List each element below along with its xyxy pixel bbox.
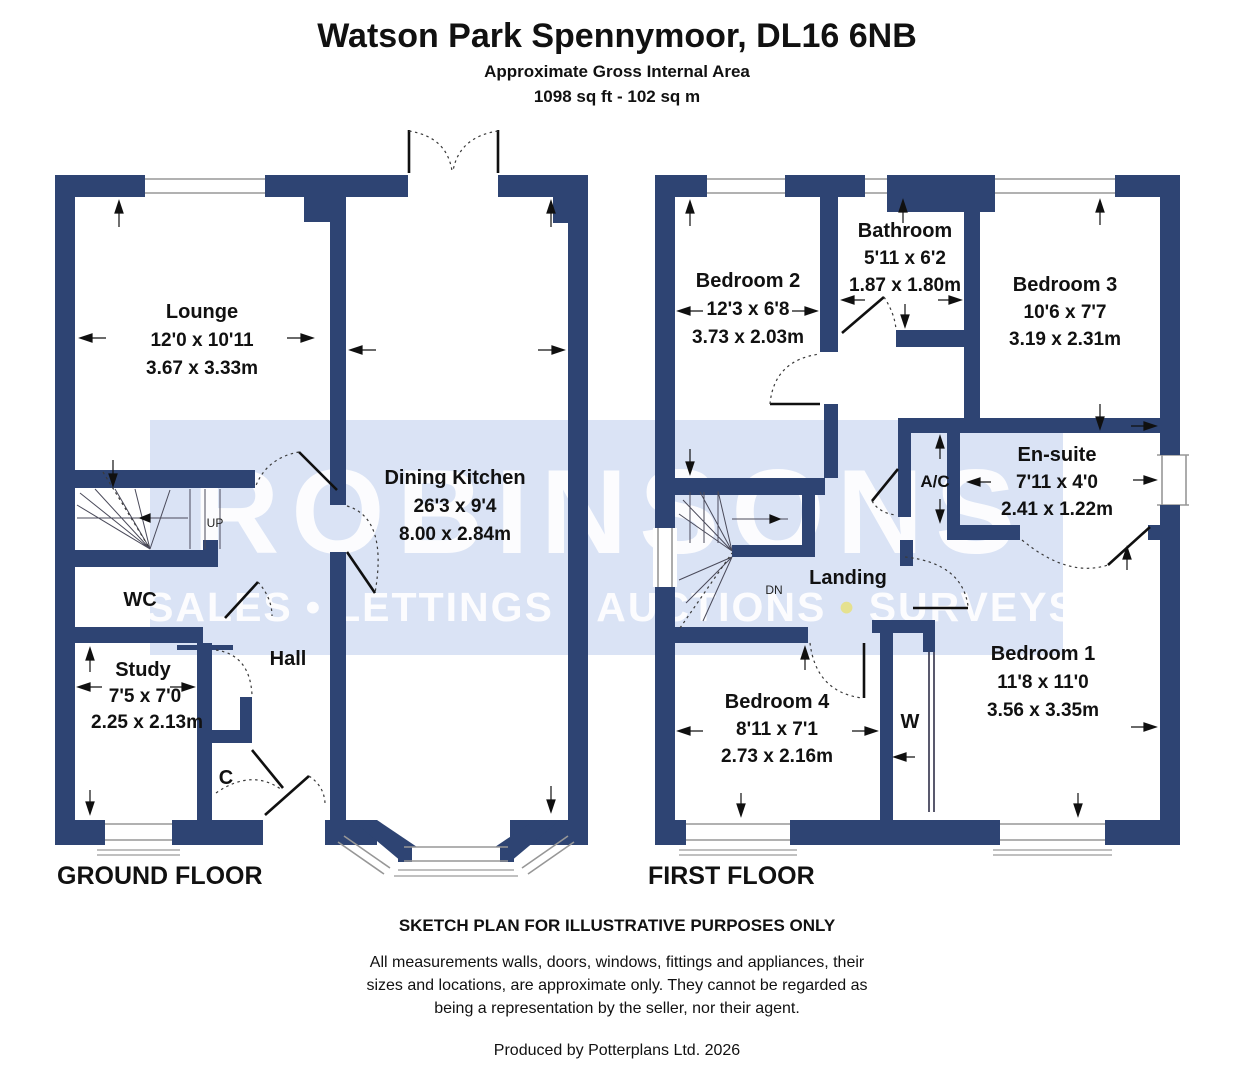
room-dims-m: 3.67 x 3.33m [146, 358, 258, 379]
room-name: Landing [809, 567, 887, 589]
room-name: Lounge [166, 301, 238, 323]
page-area: 1098 sq ft - 102 sq m [534, 87, 700, 106]
page-title: Watson Park Spennymoor, DL16 6NB [317, 17, 917, 55]
room-name: Dining Kitchen [384, 467, 525, 489]
room-name: Bathroom [858, 220, 952, 242]
room-cupboard: C [219, 767, 233, 789]
room-name: A/C [920, 472, 949, 491]
bedroom3-window [995, 175, 1115, 197]
separator-dot-accent-icon: • [839, 584, 855, 630]
room-study: Study 7'5 x 7'0 2.25 x 2.13m [91, 659, 203, 733]
room-landing: Landing [809, 567, 887, 589]
landing-window [653, 528, 677, 587]
room-name: Bedroom 3 [1013, 274, 1117, 296]
ground-floor-windows [97, 175, 265, 856]
room-dims-ft: 26'3 x 9'4 [414, 496, 497, 517]
room-dims-ft: 10'6 x 7'7 [1024, 302, 1107, 323]
ground-floor-walls [55, 175, 588, 862]
room-name: Bedroom 4 [725, 691, 830, 713]
room-bedroom2: Bedroom 2 12'3 x 6'8 3.73 x 2.03m [692, 270, 804, 348]
room-dims-ft: 12'3 x 6'8 [707, 299, 790, 320]
watermark-brand: ROBINSONS [193, 445, 1028, 579]
first-floor-dimension-arrows [676, 198, 1158, 818]
produced-by: Produced by Potterplans Ltd. 2026 [494, 1042, 740, 1059]
stairs-dn-label: DN [765, 583, 782, 597]
room-ac: A/C [920, 472, 949, 491]
room-dims-ft: 5'11 x 6'2 [864, 248, 946, 269]
room-wc: WC [123, 589, 156, 611]
ground-floor-title: GROUND FLOOR [57, 862, 263, 890]
footer: SKETCH PLAN FOR ILLUSTRATIVE PURPOSES ON… [366, 916, 867, 1059]
room-bedroom3: Bedroom 3 10'6 x 7'7 3.19 x 2.31m [1009, 274, 1121, 350]
first-floor-walls [655, 175, 1180, 845]
room-dims-m: 3.73 x 2.03m [692, 327, 804, 348]
room-name: W [901, 711, 920, 733]
bay-window [337, 835, 575, 877]
ground-floor-doors [215, 451, 379, 816]
room-hall: Hall [270, 648, 307, 670]
separator-dot-icon: • [306, 584, 322, 630]
room-name: Bedroom 1 [991, 643, 1095, 665]
ground-floor-labels: Lounge 12'0 x 10'11 3.67 x 3.33m Dining … [91, 301, 526, 789]
room-name: Bedroom 2 [696, 270, 800, 292]
first-floor-windows [653, 175, 1189, 856]
room-dims-m: 3.56 x 3.35m [987, 700, 1099, 721]
room-bathroom: Bathroom 5'11 x 6'2 1.87 x 1.80m [849, 220, 961, 296]
room-name: C [219, 767, 233, 789]
tagline-word: SALES [146, 584, 293, 630]
disclaimer-line: sizes and locations, are approximate onl… [366, 977, 867, 994]
ground-floor-plan: UP Lounge 12'0 x 10'11 3.67 x 3.33m [55, 130, 588, 890]
room-name: Hall [270, 648, 307, 670]
room-name: WC [123, 589, 156, 611]
ground-floor-stairs: UP [76, 471, 224, 550]
room-dims-ft: 8'11 x 7'1 [736, 719, 818, 740]
room-bedroom1: Bedroom 1 11'8 x 11'0 3.56 x 3.35m [987, 643, 1099, 721]
disclaimer-line: All measurements walls, doors, windows, … [370, 954, 865, 971]
first-floor-stairs: DN [678, 490, 788, 629]
room-dims-m: 2.41 x 1.22m [1001, 499, 1113, 520]
room-name: Study [115, 659, 171, 681]
bedroom2-window [707, 175, 785, 197]
watermark-tagline: SALES•LETTINGS•AUCTIONS•SURVEYS [146, 584, 1078, 630]
first-floor-doors [769, 296, 1151, 699]
room-dims-ft: 7'11 x 4'0 [1016, 472, 1098, 493]
tagline-word: AUCTIONS [596, 584, 826, 630]
room-dining-kitchen: Dining Kitchen 26'3 x 9'4 8.00 x 2.84m [384, 467, 525, 545]
room-dims-ft: 12'0 x 10'11 [150, 330, 254, 351]
stairs-up-label: UP [207, 516, 224, 530]
room-dims-m: 3.19 x 2.31m [1009, 329, 1121, 350]
room-wardrobe: W [901, 711, 920, 733]
page-subtitle: Approximate Gross Internal Area [484, 62, 750, 81]
room-bedroom4: Bedroom 4 8'11 x 7'1 2.73 x 2.16m [721, 691, 833, 767]
room-dims-ft: 11'8 x 11'0 [997, 672, 1088, 693]
header: Watson Park Spennymoor, DL16 6NB Approxi… [317, 17, 917, 106]
room-dims-m: 8.00 x 2.84m [399, 524, 511, 545]
room-name: En-suite [1018, 444, 1097, 466]
sketch-note: SKETCH PLAN FOR ILLUSTRATIVE PURPOSES ON… [399, 916, 836, 935]
room-dims-ft: 7'5 x 7'0 [109, 686, 181, 707]
room-lounge: Lounge 12'0 x 10'11 3.67 x 3.33m [146, 301, 258, 379]
french-doors [407, 130, 500, 173]
room-dims-m: 2.25 x 2.13m [91, 712, 203, 733]
room-dims-m: 2.73 x 2.16m [721, 746, 833, 767]
first-floor-title: FIRST FLOOR [648, 862, 815, 890]
lounge-window [145, 175, 265, 197]
disclaimer-line: being a representation by the seller, no… [434, 1000, 800, 1017]
room-dims-m: 1.87 x 1.80m [849, 275, 961, 296]
tagline-word: LETTINGS [335, 584, 554, 630]
first-floor-plan: DN [648, 175, 1189, 890]
wardrobe-front [928, 652, 935, 812]
ground-floor-dimension-arrows [76, 199, 566, 816]
room-ensuite: En-suite 7'11 x 4'0 2.41 x 1.22m [1001, 444, 1113, 520]
first-floor-labels: Bedroom 2 12'3 x 6'8 3.73 x 2.03m Bathro… [692, 220, 1121, 767]
